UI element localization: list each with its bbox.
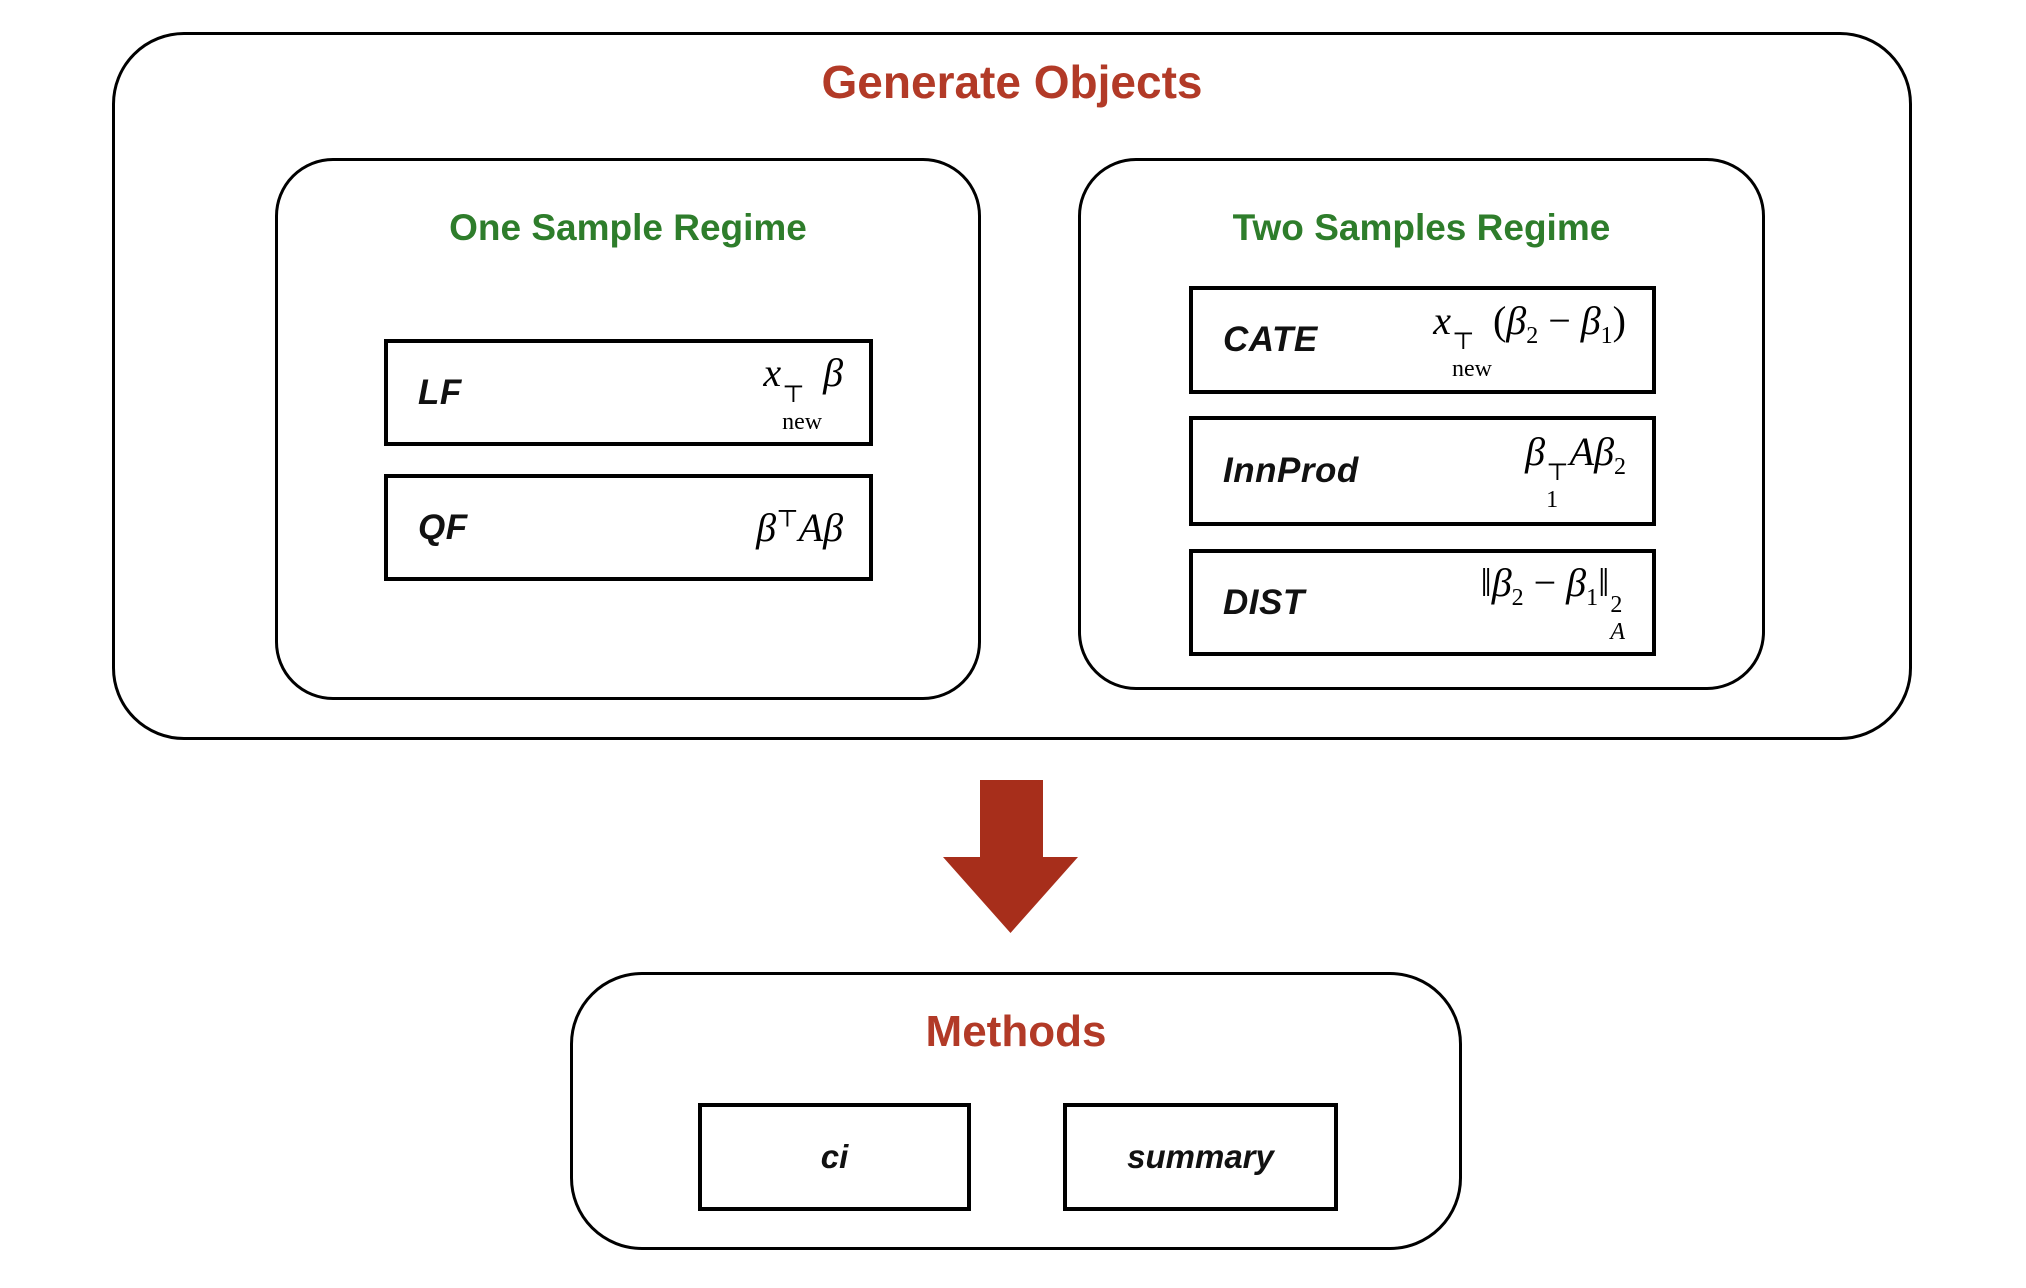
dist-label: DIST xyxy=(1223,582,1305,622)
one-sample-regime-title: One Sample Regime xyxy=(449,207,807,248)
qf-formula: β⊤Aβ xyxy=(756,505,843,550)
lf-label: LF xyxy=(418,372,462,412)
ci-label: ci xyxy=(820,1138,849,1175)
qf-label: QF xyxy=(418,507,468,547)
qf-object-box: QF β⊤Aβ xyxy=(384,474,873,581)
generate-objects-container: Generate Objects One Sample Regime LF x⊤… xyxy=(112,32,1912,740)
methods-title: Methods xyxy=(925,1007,1107,1056)
cate-object-box: CATE x⊤new(β2 − β1) xyxy=(1189,286,1656,394)
summary-label: summary xyxy=(1127,1138,1274,1175)
summary-method-box: summary xyxy=(1063,1103,1338,1211)
ci-method-box: ci xyxy=(698,1103,971,1211)
cate-formula: x⊤new(β2 − β1) xyxy=(1433,297,1626,383)
two-samples-regime-title: Two Samples Regime xyxy=(1232,207,1611,248)
innprod-label: InnProd xyxy=(1223,451,1359,490)
methods-container: Methods ci summary xyxy=(570,972,1462,1250)
two-samples-regime-container: Two Samples Regime CATE x⊤new(β2 − β1) I… xyxy=(1078,158,1765,690)
cate-label: CATE xyxy=(1223,320,1318,359)
generate-objects-title: Generate Objects xyxy=(821,56,1203,108)
down-arrow-icon xyxy=(943,780,1078,933)
